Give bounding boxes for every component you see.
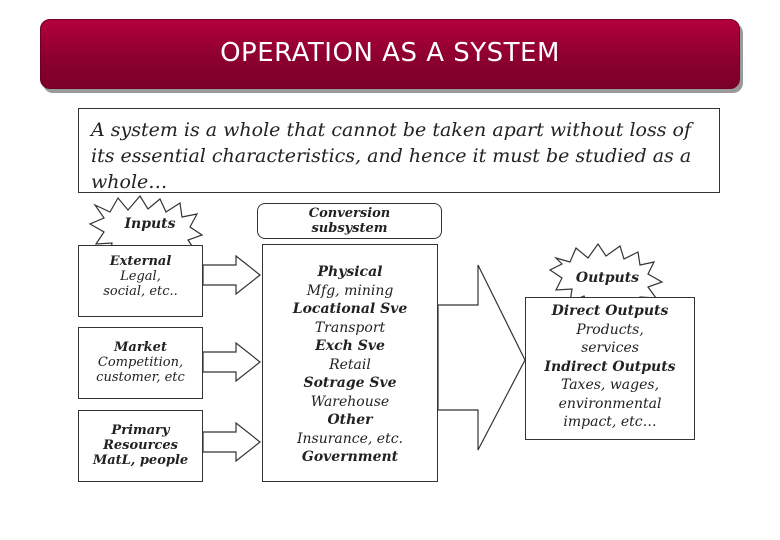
conversion-item: Insurance, etc. — [296, 430, 404, 447]
input-line: Legal, — [120, 269, 161, 284]
input-line: customer, etc — [96, 370, 185, 385]
output-item: Products, — [576, 321, 644, 338]
conversion-header: Conversion subsystem — [257, 203, 442, 239]
input-head: Primary — [111, 423, 170, 438]
definition-box: A system is a whole that cannot be taken… — [78, 108, 720, 193]
conversion-item: Mfg, mining — [306, 282, 394, 299]
conversion-label-line-2: subsystem — [311, 221, 388, 236]
input-line: MatL, people — [92, 453, 189, 468]
slide-title: OPERATION AS A SYSTEM — [220, 38, 560, 68]
input-head: External — [109, 254, 172, 269]
output-item: impact, etc… — [563, 414, 657, 430]
output-item: environmental — [558, 395, 662, 412]
output-item: services — [581, 340, 639, 356]
arrow-market — [202, 341, 261, 383]
conversion-item: Warehouse — [310, 393, 390, 410]
input-line: Competition, — [97, 355, 184, 370]
conversion-item: Other — [327, 412, 373, 428]
inputs-label: Inputs — [124, 216, 176, 232]
arrow-external — [202, 254, 261, 296]
outputs-label: Outputs — [575, 270, 640, 286]
input-box-market: Market Competition, customer, etc — [78, 327, 203, 399]
output-item: Indirect Outputs — [544, 358, 676, 375]
conversion-item: Sotrage Sve — [303, 375, 397, 391]
conversion-item: Government — [301, 449, 399, 465]
title-banner: OPERATION AS A SYSTEM — [40, 19, 740, 89]
conversion-item: Physical — [317, 264, 383, 280]
output-item: Taxes, wages, — [560, 377, 660, 393]
conversion-item: Locational Sve — [292, 301, 408, 317]
conversion-box: Physical Mfg, mining Locational Sve Tran… — [262, 244, 438, 482]
arrow-primary — [202, 421, 261, 463]
conversion-item: Exch Sve — [315, 338, 385, 354]
input-box-external: External Legal, social, etc.. — [78, 245, 203, 317]
output-item: Direct Outputs — [551, 303, 669, 319]
outputs-box: Direct Outputs Products, services Indire… — [525, 297, 695, 440]
input-line: Resources — [103, 438, 178, 453]
conversion-label-line-1: Conversion — [308, 206, 391, 221]
input-line: social, etc.. — [103, 284, 178, 299]
input-box-primary: Primary Resources MatL, people — [78, 410, 203, 482]
arrow-to-outputs — [437, 264, 526, 451]
conversion-item: Transport — [314, 319, 386, 336]
input-head: Market — [114, 340, 167, 355]
conversion-item: Retail — [329, 356, 371, 373]
definition-text: A system is a whole that cannot be taken… — [91, 119, 692, 193]
